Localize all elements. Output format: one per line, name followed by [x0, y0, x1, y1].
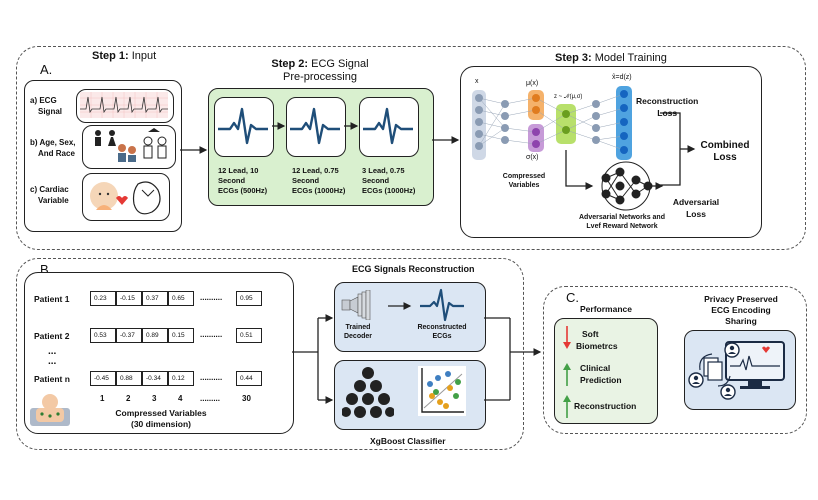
- ecg-wave-icon: [218, 107, 268, 145]
- adversarial-network-icon: [601, 167, 653, 205]
- reconstruction-box: [334, 282, 486, 352]
- xgboost-label: XgBoost Classifier: [370, 436, 446, 446]
- table-cell: 0.65: [168, 291, 194, 306]
- ecg-strip-icon: [80, 92, 168, 118]
- step1-title: Step 1: Input: [92, 50, 157, 62]
- table-cell: -0.37: [116, 328, 142, 343]
- table-cell: 0.37: [142, 291, 168, 306]
- row-ellipsis: ..........: [200, 293, 223, 302]
- table-cell: 0.23: [90, 291, 116, 306]
- secure-sharing-icon: [688, 341, 785, 400]
- model-z-label: z ~ 𝒩(μ,σ): [554, 94, 583, 100]
- ecg-wave-icon: [290, 107, 340, 145]
- model-training-box: [460, 66, 762, 238]
- table-cell: -0.34: [142, 371, 168, 386]
- table-cell: -0.15: [116, 291, 142, 306]
- reconstructed-ecg-icon: [420, 288, 464, 322]
- arrow-up-icon: [563, 395, 571, 418]
- model-mu-label: μ(x): [526, 80, 539, 87]
- input-demographics-label: b) Age, Sex,And Race: [30, 138, 76, 158]
- patient-ecg-icon: [30, 394, 70, 426]
- patient-2-label: Patient 2: [34, 331, 70, 341]
- table-cell: 0.95: [236, 291, 262, 306]
- row-ellipsis: ..........: [200, 373, 223, 382]
- scatter-plot-icon: [418, 366, 466, 416]
- arrow-down-icon: [563, 326, 571, 349]
- performance-box: [554, 318, 658, 424]
- index-label: 30: [242, 394, 251, 403]
- patient-vdots: ...: [48, 356, 57, 367]
- table-cell: 0.51: [236, 328, 262, 343]
- model-xhat-label: x̂=d(z): [612, 74, 632, 81]
- compressed-variables-caption: Compressed Variables(30 dimension): [115, 408, 207, 429]
- patient-vdots: ...: [48, 346, 57, 357]
- patient-n-label: Patient n: [34, 374, 70, 384]
- reconstruction-title: ECG Signals Reconstruction: [352, 264, 475, 274]
- row-ellipsis: ..........: [200, 330, 223, 339]
- step3-title: Step 3: Model Training: [555, 52, 667, 64]
- model-x-label: x: [475, 78, 479, 85]
- reconstruction-perf-label: Reconstruction: [574, 401, 637, 411]
- index-label: 3: [152, 394, 157, 403]
- index-label: 1: [100, 394, 105, 403]
- panel-c-label: C.: [566, 290, 579, 305]
- patient-1-label: Patient 1: [34, 294, 70, 304]
- table-cell: 0.44: [236, 371, 262, 386]
- table-cell: -0.45: [90, 371, 116, 386]
- panel-a-label: A.: [40, 62, 53, 77]
- table-cell: 0.53: [90, 328, 116, 343]
- ecg-wave-icon: [363, 107, 413, 145]
- autoencoder-network-icon: [472, 86, 632, 160]
- table-cell: 0.12: [168, 371, 194, 386]
- table-cell: 0.89: [142, 328, 168, 343]
- decoder-icon: [341, 290, 371, 320]
- performance-title: Performance: [580, 304, 632, 314]
- arrow-up-icon: [563, 363, 571, 386]
- cardiac-icon: [90, 181, 161, 215]
- model-sigma-label: σ(x): [526, 154, 539, 161]
- tree-icon: [342, 367, 394, 418]
- index-label: 4: [178, 394, 183, 403]
- index-label: 2: [126, 394, 131, 403]
- index-ellipsis: .........: [200, 394, 221, 403]
- people-icon: [95, 128, 167, 162]
- table-cell: 0.88: [116, 371, 142, 386]
- table-cell: 0.15: [168, 328, 194, 343]
